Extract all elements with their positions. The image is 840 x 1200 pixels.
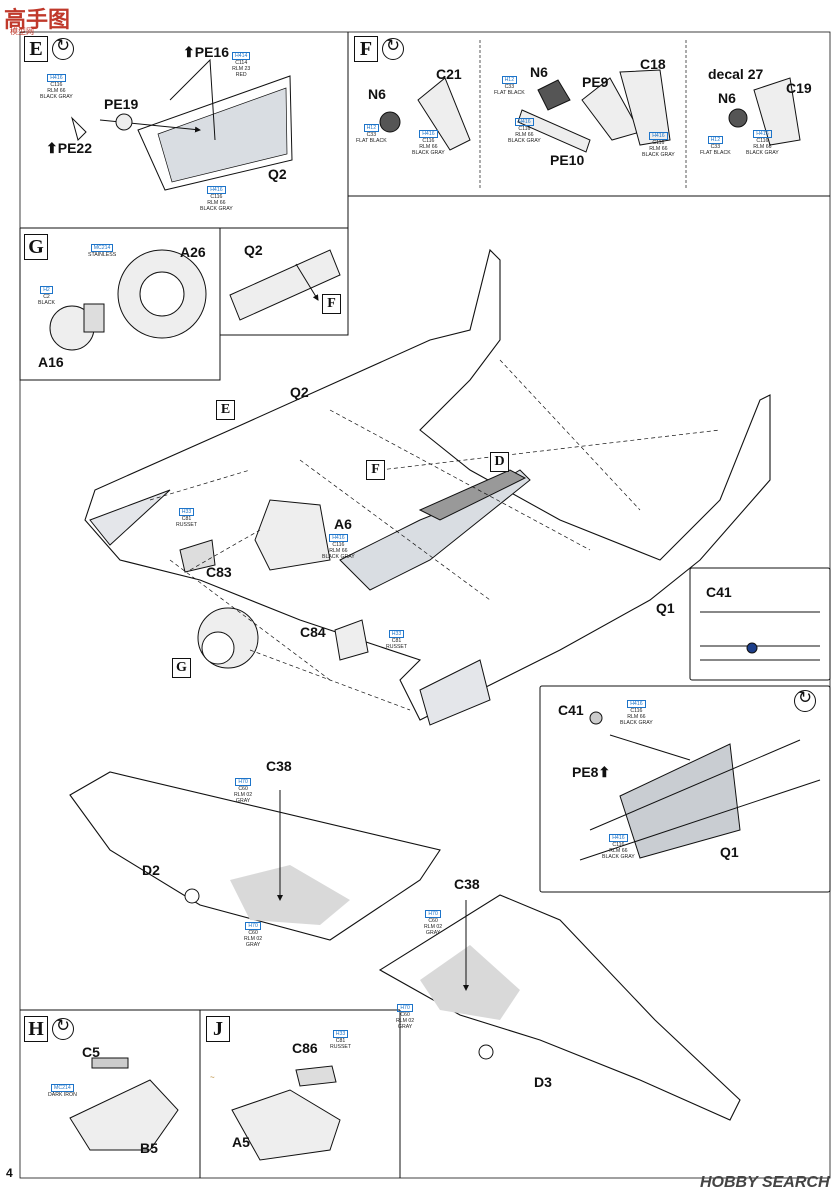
step-e-label: E	[24, 36, 48, 62]
part-c38-a: C38	[266, 758, 292, 774]
part-a6: A6	[334, 516, 352, 532]
part-q1-inset: Q1	[720, 844, 739, 860]
arrow-up-icon: ⬆	[598, 764, 611, 780]
part-pe22: ⬆PE22	[46, 140, 92, 156]
part-q2-e: Q2	[268, 166, 287, 182]
part-a16: A16	[38, 354, 64, 370]
step-f-label: F	[354, 36, 378, 62]
ref-e: E	[216, 400, 235, 420]
part-pe19: PE19	[104, 96, 139, 112]
part-c38-b: C38	[454, 876, 480, 892]
part-d3: D3	[534, 1074, 552, 1090]
part-a5: A5	[232, 1134, 250, 1150]
step-h-label: H	[24, 1016, 48, 1042]
ref-f: F	[366, 460, 385, 480]
part-n6-c: N6	[718, 90, 736, 106]
part-pe16: ⬆PE16	[183, 44, 229, 60]
part-c5: C5	[82, 1044, 100, 1060]
ref-g: G	[172, 658, 191, 678]
part-q2-main: Q2	[290, 384, 309, 400]
part-a26: A26	[180, 244, 206, 260]
part-n6-b: N6	[530, 64, 548, 80]
rotate-icon	[52, 36, 74, 60]
part-c19: C19	[786, 80, 812, 96]
part-c83: C83	[206, 564, 232, 580]
part-decal27: decal 27	[708, 66, 764, 82]
ref-f-inset: F	[322, 294, 341, 314]
step-g-label: G	[24, 234, 48, 260]
part-c18: C18	[640, 56, 666, 72]
part-c86: C86	[292, 1040, 318, 1056]
watermark-bottom: HOBBY SEARCH	[700, 1174, 830, 1191]
rotate-icon	[794, 688, 816, 712]
part-c41-detail: C41	[706, 584, 732, 600]
arrow-up-icon: ⬆	[183, 44, 195, 60]
arrow-up-icon: ⬆	[46, 140, 58, 156]
part-d2: D2	[142, 862, 160, 878]
part-c41: C41	[558, 702, 584, 718]
part-n6-a: N6	[368, 86, 386, 102]
part-c84: C84	[300, 624, 326, 640]
part-c21: C21	[436, 66, 462, 82]
part-q1: Q1	[656, 600, 675, 616]
part-pe10: PE10	[550, 152, 585, 168]
step-j-label: J	[206, 1016, 230, 1042]
watermark-top-sub: 模型网	[10, 27, 34, 36]
ref-d: D	[490, 452, 509, 472]
rotate-icon	[382, 36, 404, 60]
watermark-top-logo: 高手图	[4, 7, 71, 32]
part-q2-inset: Q2	[244, 242, 263, 258]
part-b5: B5	[140, 1140, 158, 1156]
page-number: 4	[6, 1166, 13, 1180]
rotate-icon	[52, 1016, 74, 1040]
part-pe8: PE8⬆	[572, 764, 611, 780]
part-pe9: PE9	[582, 74, 609, 90]
svg-text:~: ~	[210, 1073, 215, 1082]
